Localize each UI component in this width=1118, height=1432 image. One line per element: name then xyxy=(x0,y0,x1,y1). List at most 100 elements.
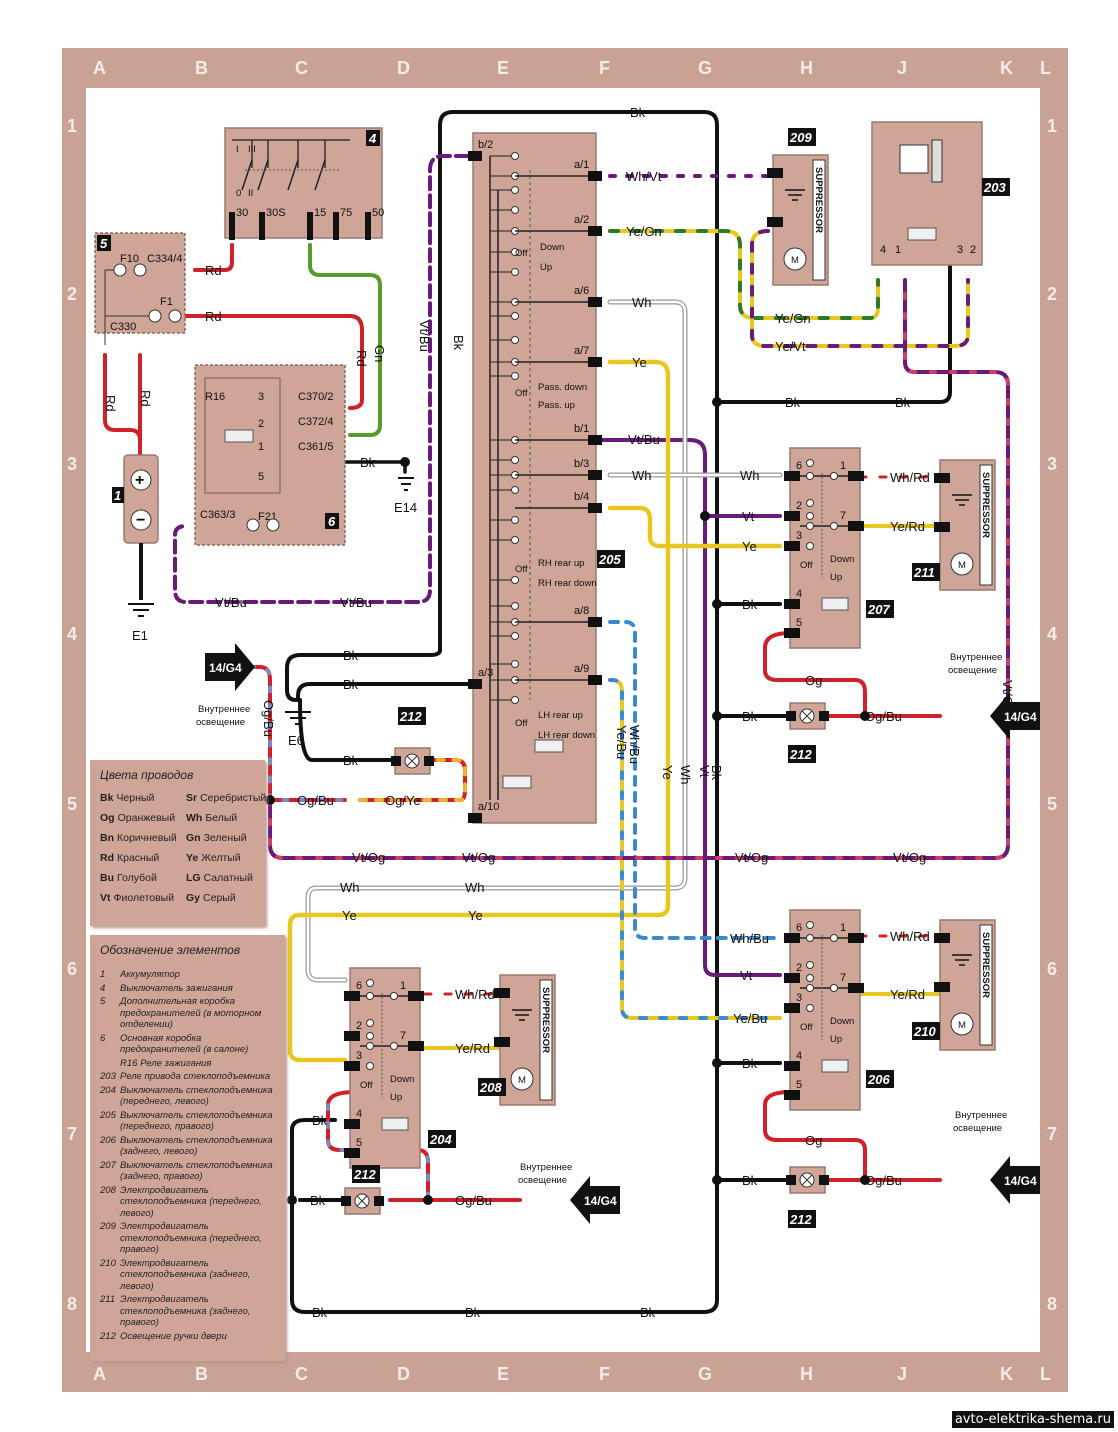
suppressor-label: SUPPRESSOR xyxy=(980,472,991,538)
components-title: Обозначение элементов xyxy=(100,943,241,957)
switch-label: RH rear down xyxy=(538,578,597,589)
wire-label: Up xyxy=(390,1092,402,1103)
reference-arrow-14-g4[interactable]: 14/G4 xyxy=(205,643,255,691)
component-tag: 1 xyxy=(114,488,121,503)
wire-label: 212 xyxy=(789,747,812,762)
wire-label: Up xyxy=(830,1034,842,1045)
wire-label: Off xyxy=(360,1080,373,1091)
wire-label: Gn xyxy=(372,345,387,362)
wire-label: Og/Bu xyxy=(297,793,334,808)
wire-colors-title: Цвета проводов xyxy=(100,768,194,782)
pin-label: 5 xyxy=(356,1137,362,1149)
wire-bk-ground-e6 xyxy=(285,648,442,702)
wire-vtbu-b1 xyxy=(598,438,707,792)
motor-icon: M xyxy=(958,560,966,571)
grid-column-label: B xyxy=(195,58,208,78)
grid-row-label: 4 xyxy=(67,624,77,644)
wire-label: Bk xyxy=(312,1305,328,1320)
connector-label: C370/2 xyxy=(298,391,333,403)
grid-column-label: H xyxy=(800,58,813,78)
wire-label: Ye/Gn xyxy=(626,224,662,239)
wire-label: Off xyxy=(800,560,813,571)
wire-label: Vt/Bu xyxy=(417,320,432,352)
component-tag: 205 xyxy=(598,552,621,567)
terminal-label: 50 xyxy=(372,207,384,219)
pin-label: 2 xyxy=(796,962,802,974)
wire-label: Внутреннее xyxy=(198,704,250,715)
suppressor-label: SUPPRESSOR xyxy=(813,167,824,233)
connector-label: C334/4 xyxy=(147,253,182,265)
switch-label: Off xyxy=(515,388,528,399)
connector-label: C361/5 xyxy=(298,441,333,453)
wire-label: Bk xyxy=(742,1173,758,1188)
grid-column-label: D xyxy=(397,1364,410,1384)
wire-label: 212 xyxy=(353,1167,376,1182)
wire-bk-a3 xyxy=(296,682,472,702)
ground-e6: E6 xyxy=(285,711,311,748)
door-handle-lamp xyxy=(786,702,829,730)
switch-label: RH rear up xyxy=(538,558,584,569)
motor-icon: M xyxy=(791,255,799,266)
component-tag: 210 xyxy=(913,1024,936,1039)
wire-label: Og/Ye xyxy=(385,793,421,808)
wire-label: Vt xyxy=(742,509,755,524)
wire-label: Ye/Vt xyxy=(775,339,806,354)
wire-label: освещение xyxy=(953,1123,1002,1134)
wire-label: E6 xyxy=(288,733,304,748)
watermark: avto-elektrika-shema.ru xyxy=(951,1411,1114,1428)
suppressor-label: SUPPRESSOR xyxy=(980,932,991,998)
wire-label: Bk xyxy=(343,648,359,663)
connector-label: C372/4 xyxy=(298,416,333,428)
pin-label: a/2 xyxy=(574,214,589,226)
wire-label: Ye xyxy=(742,539,757,554)
reference-arrow-14-g4[interactable]: 14/G4 xyxy=(990,1156,1040,1204)
motor-211: SUPPRESSOR M xyxy=(934,459,996,591)
reference-arrow-14-g4[interactable]: 14/G4 xyxy=(570,1176,620,1224)
wire-label: Rd xyxy=(205,309,222,324)
wire-label: Bk xyxy=(310,1193,326,1208)
switch-label: Pass. down xyxy=(538,382,587,393)
grid-column-label: D xyxy=(397,58,410,78)
pin-label: 3 xyxy=(796,530,802,542)
reference-arrow-14-g4[interactable]: 14/G4 xyxy=(990,692,1040,740)
pin-label: 1 xyxy=(840,922,846,934)
pin-label: 7 xyxy=(400,1030,406,1042)
battery-plus: + xyxy=(135,472,144,489)
fuse-label: F10 xyxy=(120,253,139,265)
grid-column-label: L xyxy=(1040,1364,1051,1384)
switch-label: Off xyxy=(515,248,528,259)
terminal-label: 30S xyxy=(266,207,286,219)
grid-column-label: J xyxy=(897,1364,907,1384)
grid-column-label: K xyxy=(1000,1364,1013,1384)
pin-label: 5 xyxy=(796,617,802,629)
pin-label: a/8 xyxy=(574,605,589,617)
wire-label: освещение xyxy=(196,717,245,728)
grid-column-label: F xyxy=(599,1364,610,1384)
wire-label: Bk xyxy=(465,1305,481,1320)
grid-column-label: B xyxy=(195,1364,208,1384)
wire-label: Up xyxy=(830,572,842,583)
fuse-label: F1 xyxy=(160,296,173,308)
pin-label: 3 xyxy=(356,1050,362,1062)
grid-row-label: 1 xyxy=(1047,116,1057,136)
wire-rd-f1 xyxy=(173,314,364,410)
wires xyxy=(103,110,1010,1314)
wire-label: Vt/Bu xyxy=(628,432,660,447)
pin-label: a/10 xyxy=(478,801,499,813)
wire-label: Og/Bu xyxy=(865,1173,902,1188)
grid-column-label: H xyxy=(800,1364,813,1384)
pin-label: a/7 xyxy=(574,345,589,357)
connector-label: C363/3 xyxy=(200,509,235,521)
